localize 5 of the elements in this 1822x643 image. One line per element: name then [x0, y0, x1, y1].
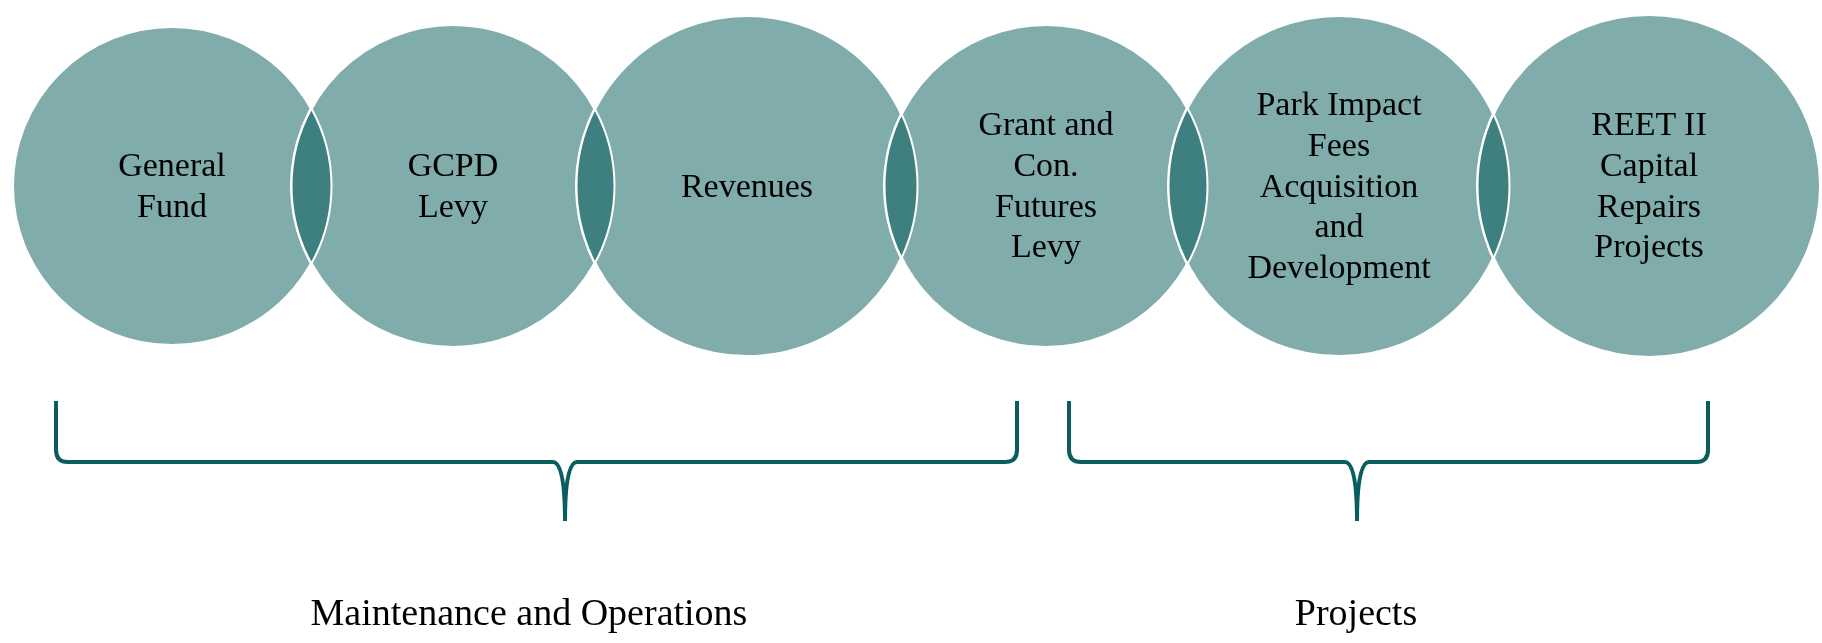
group-label: Projects	[1294, 590, 1418, 634]
circle-label: General Fund	[107, 145, 237, 227]
circle-label: GCPD Levy	[388, 145, 518, 227]
group-label: Maintenance and Operations	[310, 590, 748, 634]
circle-label: Revenues	[652, 165, 842, 207]
